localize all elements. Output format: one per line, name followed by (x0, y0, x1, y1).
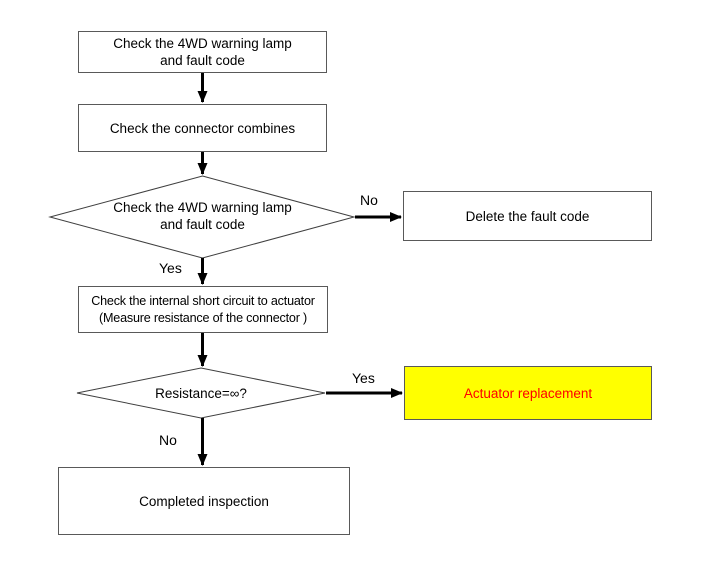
edge-label-no-delete: No (360, 192, 378, 208)
actuator-replacement-box: Actuator replacement (404, 366, 652, 420)
process-box-check-short-circuit: Check the internal short circuit to actu… (78, 286, 328, 333)
edge-label-yes-actuator: Yes (352, 370, 375, 386)
process-box-check-lamp-initial: Check the 4WD warning lamp and fault cod… (78, 31, 327, 73)
process-box-check-connector: Check the connector combines (78, 104, 327, 152)
decision-label-resistance: Resistance=∞? (155, 386, 247, 401)
edge-label-yes-check: Yes (159, 260, 182, 276)
edge-label-no-completed: No (159, 432, 177, 448)
terminal-box-completed-inspection: Completed inspection (58, 467, 350, 535)
process-box-delete-fault-code: Delete the fault code (403, 191, 652, 241)
decision-label-lamp: Check the 4WD warning lamp and fault cod… (113, 200, 292, 232)
